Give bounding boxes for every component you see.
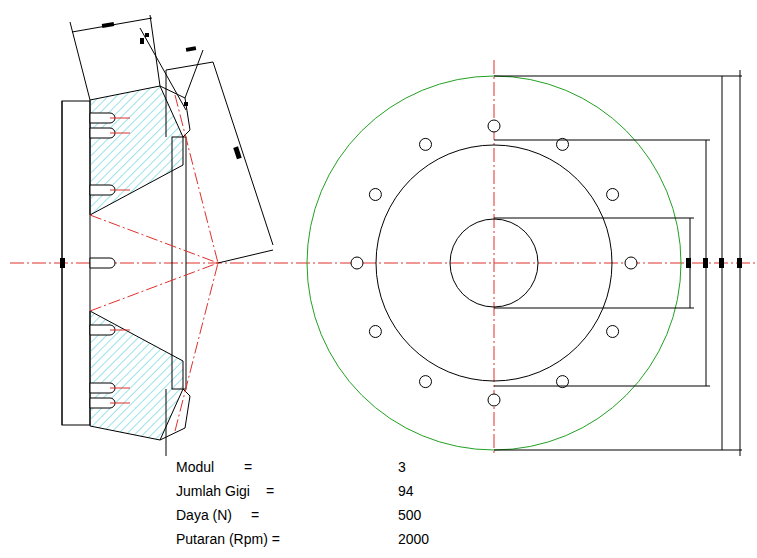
bolt-hole xyxy=(420,376,432,388)
equals-sign: = xyxy=(251,507,259,523)
bolt-hole xyxy=(607,189,619,201)
spec-value: 94 xyxy=(398,483,414,499)
spec-value: 500 xyxy=(398,507,421,523)
bolt-hole xyxy=(488,120,500,132)
spec-name: Putaran (Rpm) = xyxy=(176,531,280,547)
bolt-hole xyxy=(369,189,381,201)
spec-name: Daya (N) xyxy=(176,507,232,523)
bolt-hole xyxy=(420,138,432,150)
spec-value: 2000 xyxy=(398,531,429,547)
bolt-hole xyxy=(625,257,637,269)
spec-name: Jumlah Gigi xyxy=(176,483,250,499)
bolt-hole xyxy=(488,394,500,406)
bolt-hole xyxy=(351,257,363,269)
bolt-hole xyxy=(607,326,619,338)
spec-value: 3 xyxy=(398,459,406,475)
equals-sign: = xyxy=(244,459,252,475)
spec-name: Modul xyxy=(176,459,214,475)
equals-sign: = xyxy=(266,483,274,499)
bolt-hole xyxy=(369,326,381,338)
